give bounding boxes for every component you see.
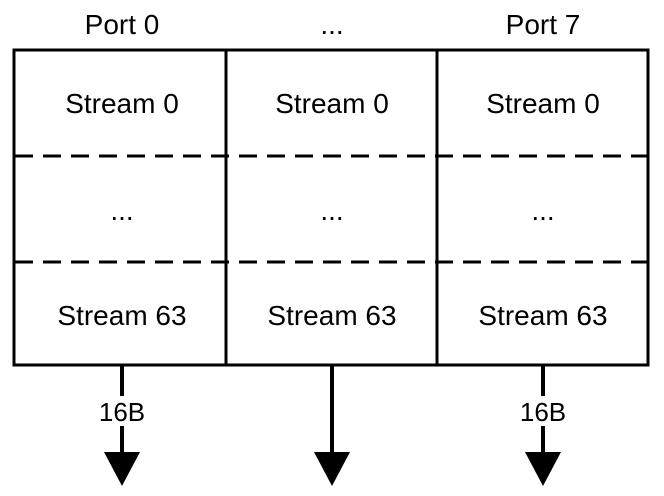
bandwidth-label-port-7: 16B bbox=[520, 397, 566, 427]
stream-cell-ellipsis: ... bbox=[320, 195, 343, 226]
output-arrow-ellipsis bbox=[314, 365, 350, 486]
stream-cell-first: Stream 0 bbox=[275, 88, 389, 119]
arrowhead-icon bbox=[314, 452, 350, 486]
stream-cell-last: Stream 63 bbox=[267, 300, 396, 331]
arrowhead-icon bbox=[525, 452, 561, 486]
bandwidth-label-port-0: 16B bbox=[99, 397, 145, 427]
stream-cell-last: Stream 63 bbox=[57, 300, 186, 331]
stream-cell-first: Stream 0 bbox=[486, 88, 600, 119]
stream-cell-ellipsis: ... bbox=[110, 195, 133, 226]
arrowhead-icon bbox=[104, 452, 140, 486]
port-label-7: Port 7 bbox=[506, 9, 581, 40]
stream-cell-first: Stream 0 bbox=[65, 88, 179, 119]
stream-cell-ellipsis: ... bbox=[531, 195, 554, 226]
port-label-0: Port 0 bbox=[85, 9, 160, 40]
stream-cell-last: Stream 63 bbox=[478, 300, 607, 331]
port-label-ellipsis: ... bbox=[320, 9, 343, 40]
